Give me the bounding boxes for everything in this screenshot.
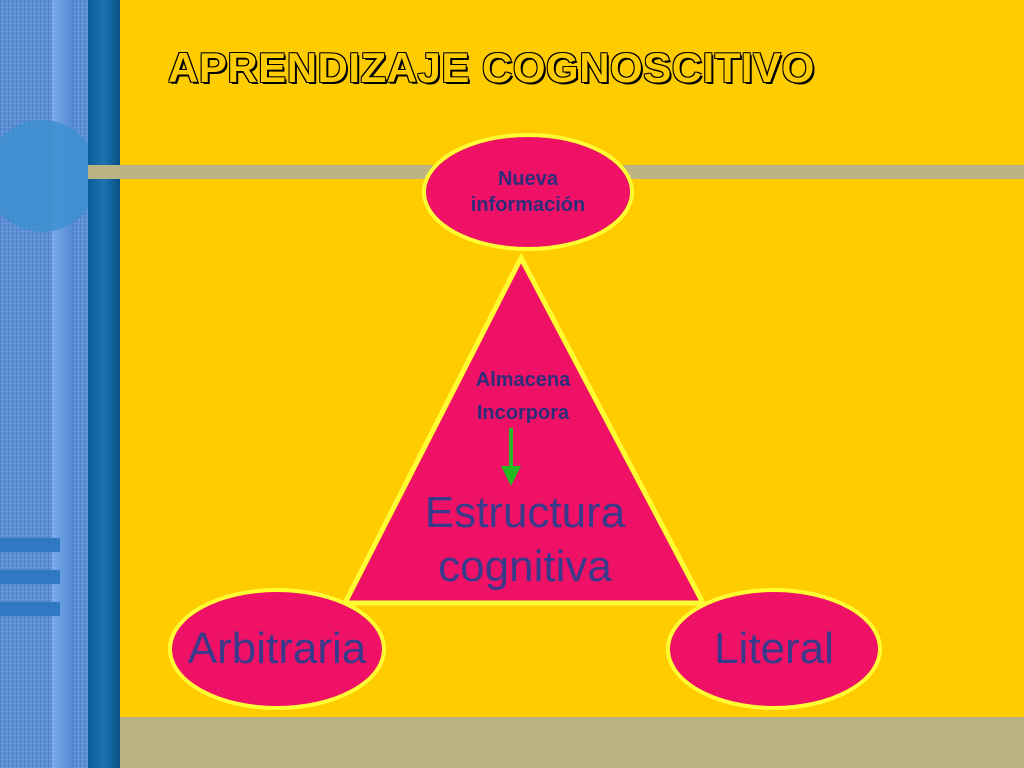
- node-right-label: Literal: [714, 624, 834, 673]
- node-left-label: Arbitraria: [187, 624, 367, 673]
- decorative-bar: [0, 538, 60, 552]
- decorative-bottom-band: [120, 717, 1024, 768]
- decorative-bar: [0, 570, 60, 584]
- decorative-circle: [0, 120, 98, 232]
- node-top-line2: información: [470, 194, 586, 216]
- slide-title: APRENDIZAJE COGNOSCITIVO: [168, 44, 815, 91]
- node-nueva-informacion: Nueva información: [422, 133, 634, 251]
- triangle-label-estructura: Estructura: [424, 488, 626, 537]
- node-literal: Literal: [666, 588, 882, 710]
- decorative-vertical-band: [88, 0, 120, 768]
- triangle-label-almacena: Almacena: [475, 369, 571, 391]
- triangle-label-cognitiva: cognitiva: [438, 542, 612, 591]
- arrow-head: [501, 466, 521, 486]
- node-top-line1: Nueva: [497, 168, 559, 190]
- triangle-shape: [340, 252, 708, 606]
- decorative-bar: [0, 602, 60, 616]
- decorative-left-panel: [0, 0, 98, 768]
- triangle-label-incorpora: Incorpora: [476, 402, 570, 424]
- node-arbitraria: Arbitraria: [168, 588, 386, 710]
